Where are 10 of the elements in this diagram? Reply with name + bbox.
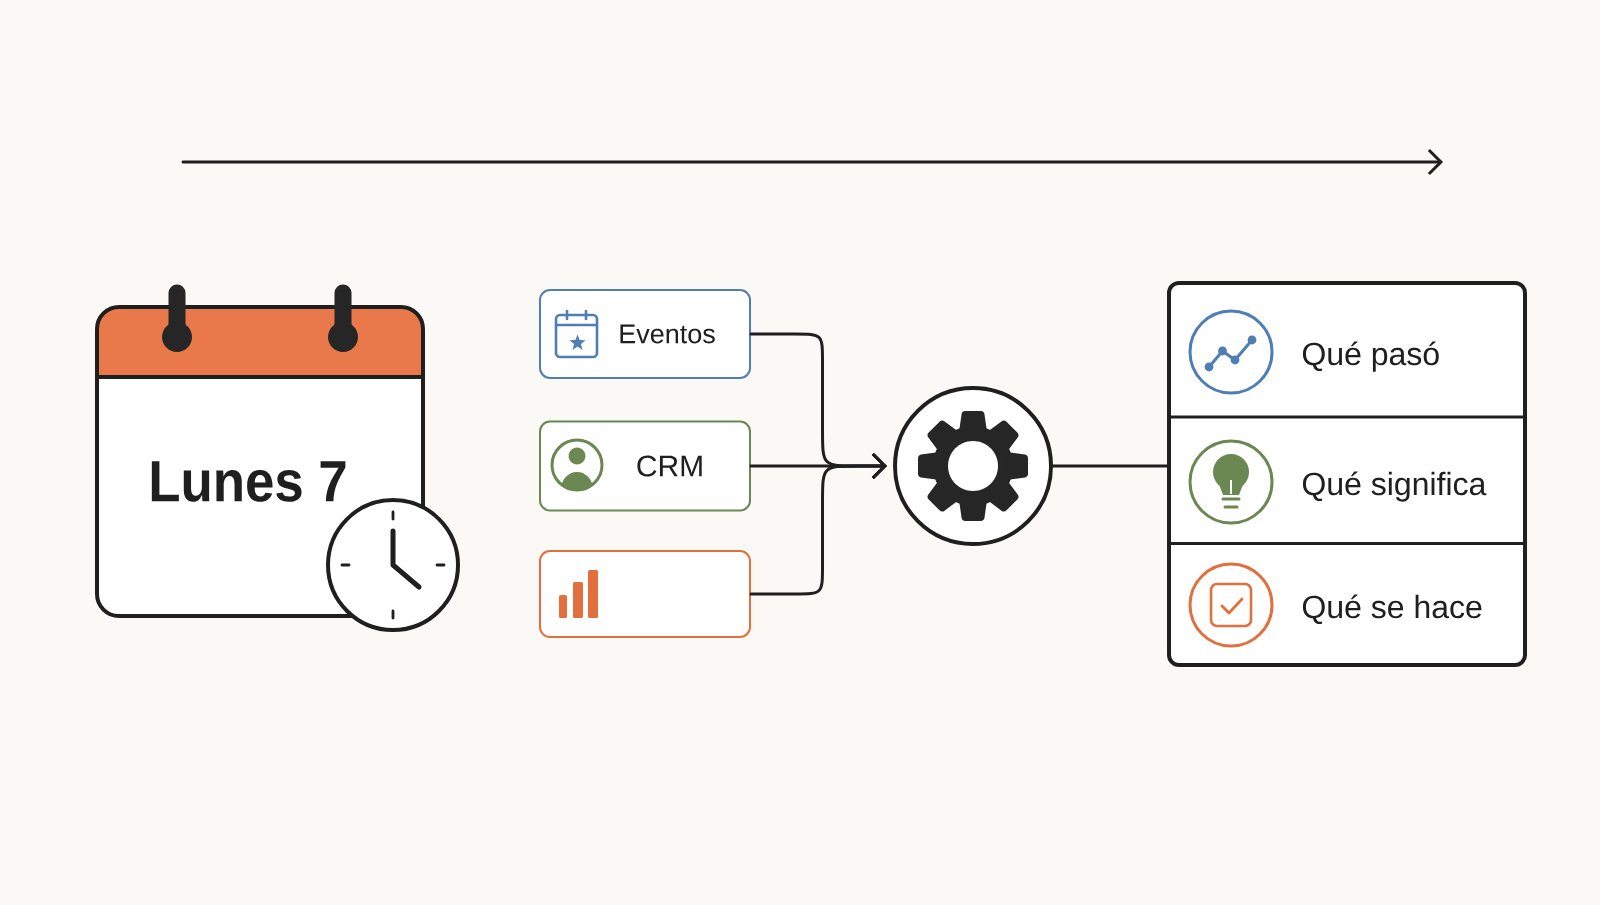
list-panel bbox=[1167, 281, 1527, 667]
calendar: Lunes 7 bbox=[95, 284, 425, 618]
connector-line bbox=[1051, 464, 1169, 468]
row-label: Qué se hace bbox=[1302, 594, 1482, 625]
source-box: Eventos bbox=[539, 289, 751, 379]
row-label: Qué significa bbox=[1302, 471, 1487, 502]
row-label: Qué pasó bbox=[1302, 341, 1439, 372]
arrow bbox=[749, 452, 887, 596]
source-box: CRM bbox=[539, 420, 751, 512]
source-box bbox=[539, 550, 751, 638]
